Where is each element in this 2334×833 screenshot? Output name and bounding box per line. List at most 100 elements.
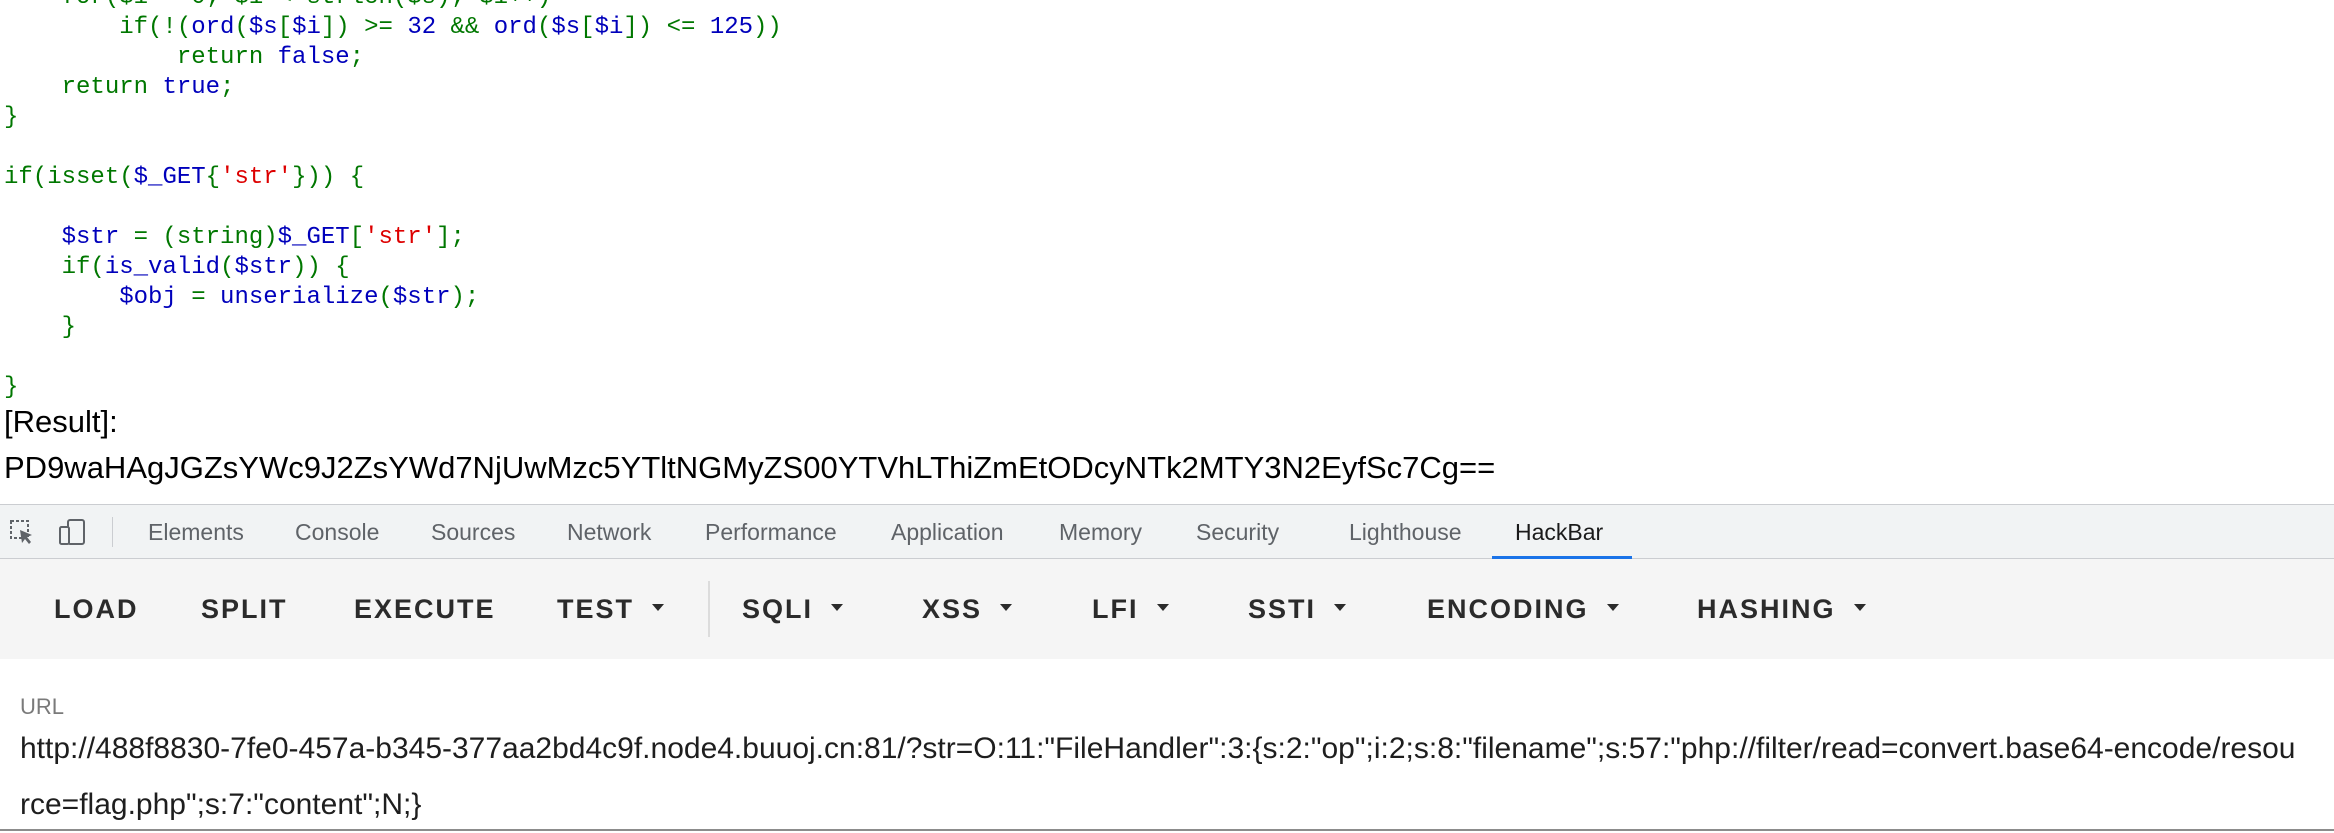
code-token: ; bbox=[349, 44, 365, 71]
code-token: $s bbox=[551, 14, 581, 41]
code-token: ]) >= bbox=[320, 14, 408, 41]
encoding-button-label: ENCODING bbox=[1427, 594, 1589, 624]
ssti-button[interactable]: SSTI bbox=[1248, 559, 1347, 659]
code-token: $i bbox=[594, 14, 624, 41]
code-line: if(!(ord($s[$i]) >= 32 && ord($s[$i]) <=… bbox=[4, 13, 782, 43]
test-button-label: TEST bbox=[557, 594, 635, 624]
code-token: 'str' bbox=[220, 164, 293, 191]
sqli-button[interactable]: SQLI bbox=[742, 559, 844, 659]
code-token: )) { bbox=[292, 254, 350, 281]
code-token bbox=[4, 284, 119, 311]
code-token: = bbox=[176, 284, 221, 311]
code-line: if(isset($_GET{'str'})) { bbox=[4, 163, 782, 193]
code-line: if(is_valid($str)) { bbox=[4, 253, 782, 283]
code-token: $s bbox=[248, 14, 278, 41]
split-button-label: SPLIT bbox=[201, 594, 288, 624]
result-label: [Result]: bbox=[4, 404, 118, 439]
load-button[interactable]: LOAD bbox=[54, 559, 139, 659]
code-token: true bbox=[162, 74, 221, 101]
code-token: is_valid bbox=[104, 254, 221, 281]
tab-sources[interactable]: Sources bbox=[431, 519, 516, 545]
code-token: ord bbox=[493, 14, 537, 41]
lfi-button-label: LFI bbox=[1092, 594, 1139, 624]
code-token: } bbox=[4, 374, 19, 401]
hackbar-toolbar: LOAD SPLIT EXECUTE TEST SQLI XSS LFI SSTI ENCODI… bbox=[0, 559, 2334, 659]
encoding-button[interactable]: ENCODING bbox=[1427, 559, 1619, 659]
code-token: && bbox=[436, 14, 494, 41]
code-token: $obj bbox=[119, 284, 177, 311]
code-line bbox=[4, 343, 782, 373]
test-button[interactable]: TEST bbox=[557, 559, 665, 659]
inspect-element-icon[interactable] bbox=[8, 518, 36, 546]
execute-button[interactable]: EXECUTE bbox=[354, 559, 496, 659]
xss-button[interactable]: XSS bbox=[922, 559, 1013, 659]
chevron-down-icon bbox=[652, 604, 665, 612]
devtools-panel: Elements Console Sources Network Performance… bbox=[0, 504, 2334, 832]
url-label: URL bbox=[20, 694, 65, 719]
code-token: ); bbox=[450, 284, 480, 311]
tab-elements[interactable]: Elements bbox=[148, 519, 244, 545]
xss-button-label: XSS bbox=[922, 594, 983, 624]
code-token: ord bbox=[191, 14, 235, 41]
sqli-button-label: SQLI bbox=[742, 594, 814, 624]
code-token: ( bbox=[536, 14, 552, 41]
code-token bbox=[4, 224, 62, 251]
code-token: 32 bbox=[407, 14, 437, 41]
tab-lighthouse[interactable]: Lighthouse bbox=[1349, 519, 1462, 545]
code-token: ]; bbox=[436, 224, 465, 251]
chevron-down-icon bbox=[1000, 604, 1013, 612]
tab-security[interactable]: Security bbox=[1196, 519, 1280, 545]
code-token: ( bbox=[378, 284, 393, 311]
code-token: for($i = 0; $i < strlen($s); $i++) bbox=[4, 0, 552, 11]
code-token: if( bbox=[4, 254, 105, 281]
tab-memory[interactable]: Memory bbox=[1059, 519, 1143, 545]
load-button-label: LOAD bbox=[54, 594, 139, 624]
url-input[interactable]: http://488f8830-7fe0-457a-b345-377aa2bd4… bbox=[20, 732, 2296, 821]
code-token: [ bbox=[349, 224, 365, 251]
code-token: return bbox=[4, 44, 278, 71]
code-line: $obj = unserialize($str); bbox=[4, 283, 782, 313]
device-toolbar-icon[interactable] bbox=[58, 518, 86, 546]
split-button[interactable]: SPLIT bbox=[201, 559, 288, 659]
code-token: ( bbox=[119, 164, 134, 191]
result-value: PD9waHAgJGZsYWc9J2ZsYWd7NjUwMzc5YTltNGMy… bbox=[4, 450, 1496, 485]
hackbar-url-section: URL http://488f8830-7fe0-457a-b345-377aa… bbox=[0, 659, 2334, 832]
code-token: )) bbox=[753, 14, 782, 41]
code-token: false bbox=[277, 44, 350, 71]
code-line: return false; bbox=[4, 43, 782, 73]
code-line: return true; bbox=[4, 73, 782, 103]
code-token: } bbox=[4, 104, 19, 131]
code-token: { bbox=[205, 164, 221, 191]
code-token: $str bbox=[234, 254, 293, 281]
code-token: $str bbox=[392, 284, 451, 311]
code-token: })) { bbox=[292, 164, 365, 191]
code-line bbox=[4, 133, 782, 163]
code-token: $str bbox=[61, 224, 120, 251]
chevron-down-icon bbox=[831, 604, 844, 612]
code-line: } bbox=[4, 373, 782, 403]
chevron-down-icon bbox=[1853, 604, 1866, 612]
code-token: 125 bbox=[709, 14, 754, 41]
code-token: $_GET bbox=[277, 224, 350, 251]
page-content: for($i = 0; $i < strlen($s); $i++) if(!(… bbox=[4, 0, 1496, 485]
devtools-tabbar: Elements Console Sources Network Performance… bbox=[0, 504, 2334, 559]
hashing-button-label: HASHING bbox=[1697, 594, 1836, 624]
code-token: ; bbox=[220, 74, 235, 101]
ssti-button-label: SSTI bbox=[1248, 594, 1317, 624]
tab-console[interactable]: Console bbox=[295, 519, 380, 545]
code-token: ]) <= bbox=[623, 14, 710, 41]
hashing-button[interactable]: HASHING bbox=[1697, 559, 1866, 659]
lfi-button[interactable]: LFI bbox=[1092, 559, 1169, 659]
code-token: if(!( bbox=[4, 14, 192, 41]
code-line: $str = (string)$_GET['str']; bbox=[4, 223, 782, 253]
code-token: ( bbox=[234, 14, 249, 41]
tab-hackbar[interactable]: HackBar bbox=[1515, 519, 1604, 545]
chevron-down-icon bbox=[1334, 604, 1347, 612]
code-token: ( bbox=[220, 254, 235, 281]
code-token: if( bbox=[4, 164, 48, 191]
tab-network[interactable]: Network bbox=[567, 519, 652, 545]
toolbar-divider bbox=[708, 581, 710, 637]
tab-performance[interactable]: Performance bbox=[705, 519, 837, 545]
tab-application[interactable]: Application bbox=[891, 519, 1004, 545]
code-line: } bbox=[4, 313, 782, 343]
